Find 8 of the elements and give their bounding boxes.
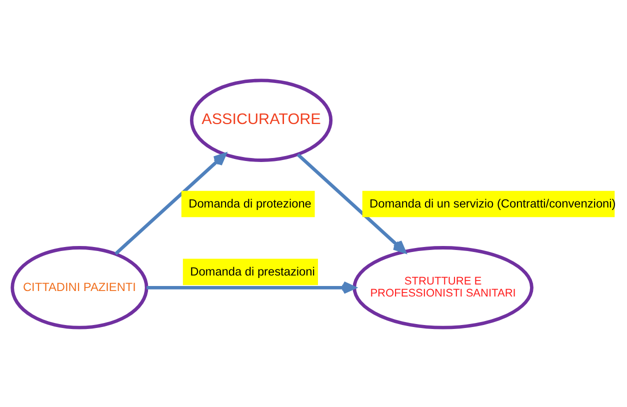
arrow	[296, 152, 406, 253]
edge-label: Domanda di protezione	[188, 196, 312, 210]
node-ellipse: STRUTTURE E PROFESSIONISTI SANITARI	[352, 246, 534, 329]
edge-label: Domanda di prestazioni	[190, 264, 315, 278]
node-ellipse: ASSICURATORE	[190, 78, 333, 162]
node-ellipse: CITTADINI PAZIENTI	[10, 246, 148, 329]
arrow	[146, 280, 356, 294]
arrow	[114, 152, 226, 255]
